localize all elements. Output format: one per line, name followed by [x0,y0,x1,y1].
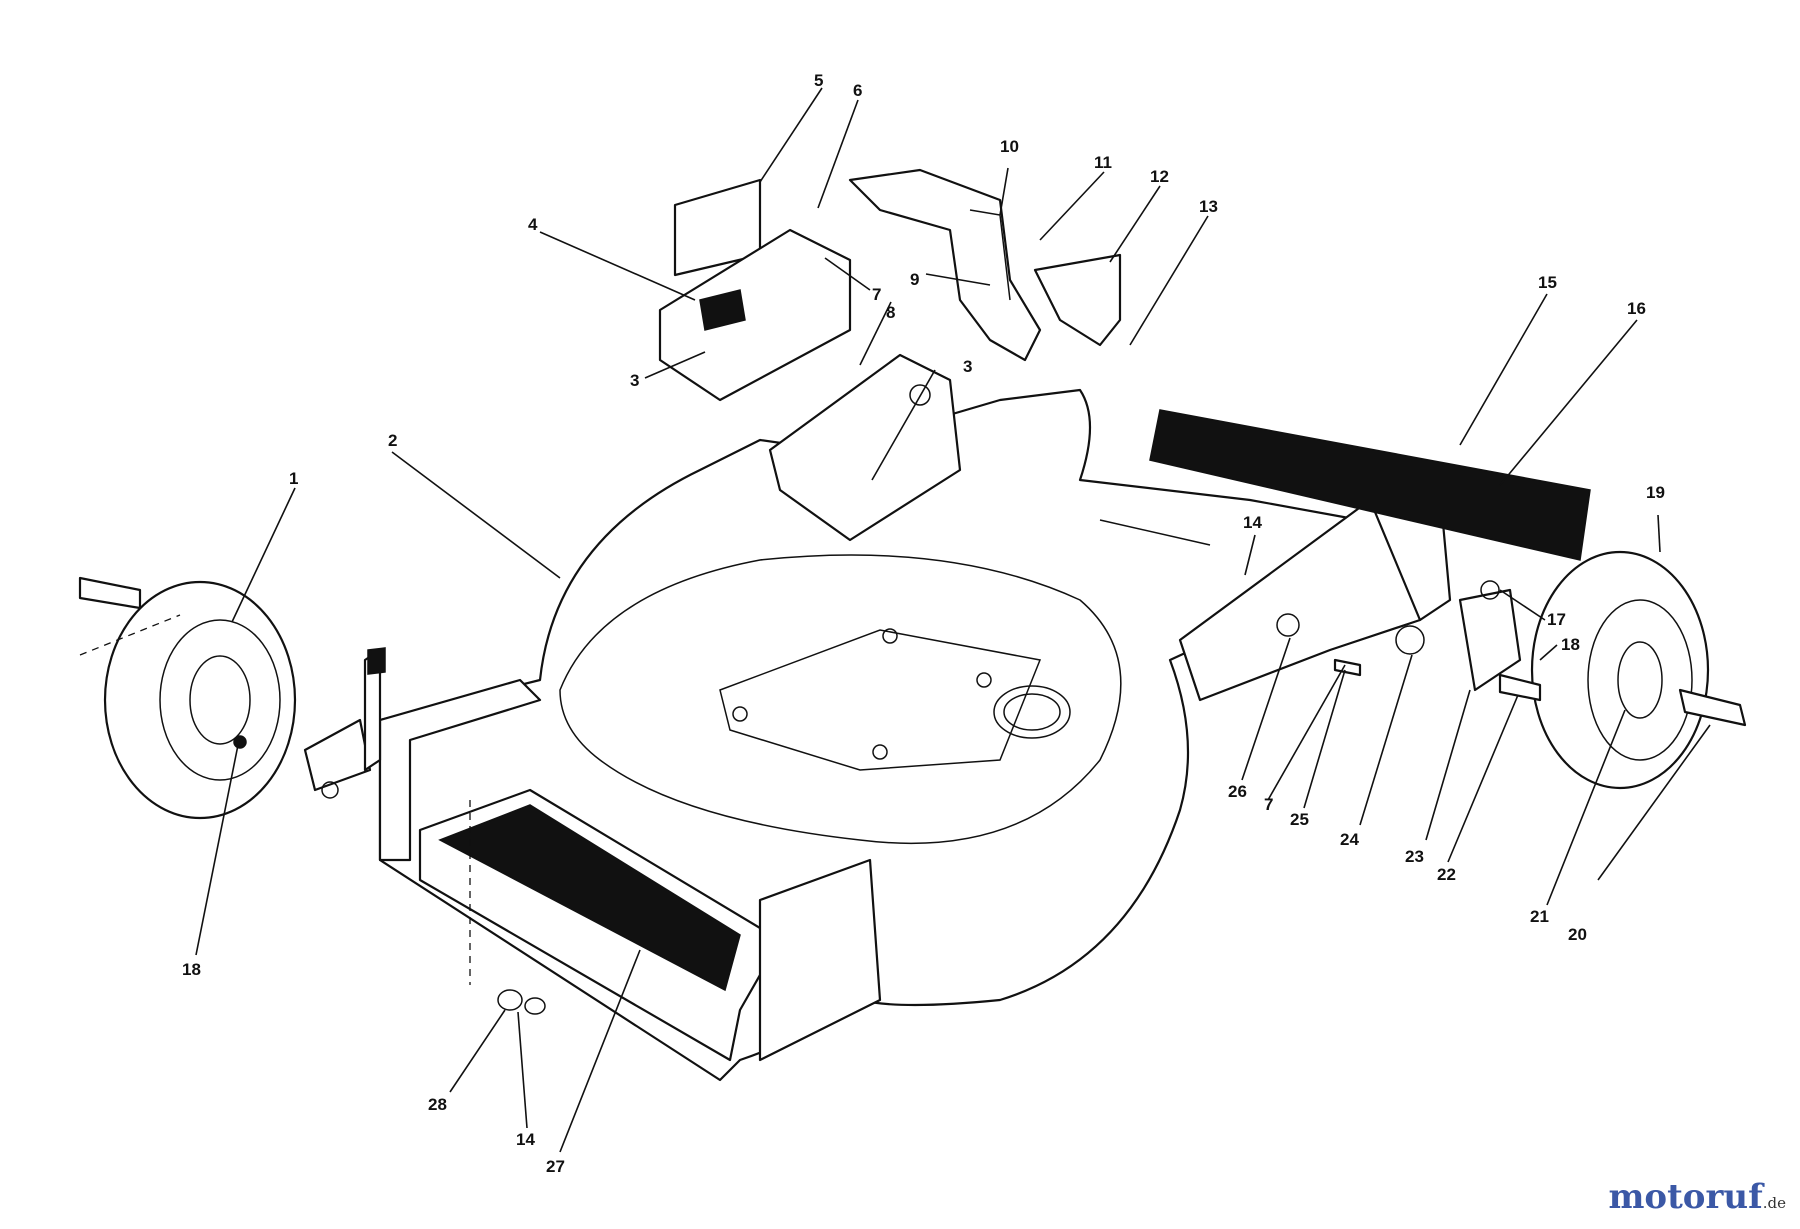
watermark-brand: motoruf [1608,1177,1763,1217]
callout-11: 11 [1094,153,1112,172]
callout-12: 12 [1150,167,1169,186]
callout-27: 27 [546,1157,565,1176]
callout-21: 21 [1530,907,1549,926]
watermark-tld: .de [1762,1194,1786,1212]
callout-7b: 7 [1264,795,1273,814]
callout-8: 8 [886,303,895,322]
callout-23: 23 [1405,847,1424,866]
callout-20: 20 [1568,925,1587,944]
callout-16: 16 [1627,299,1646,318]
height-adjust-bracket [658,178,962,542]
callout-4: 4 [528,215,538,234]
right-wheel [1530,550,1747,790]
watermark-logo: motoruf.de [1608,1177,1786,1217]
callout-17: 17 [1547,610,1566,629]
adjuster-plate [1033,253,1122,347]
front-deck-lip [378,678,882,1062]
callout-13: 13 [1199,197,1218,216]
right-side-hardware [1276,580,1542,702]
callout-6: 6 [853,81,862,100]
callout-19: 19 [1646,483,1665,502]
callout-22: 22 [1437,865,1456,884]
rear-axle-housing [1099,409,1591,702]
left-wheel [78,576,386,820]
callout-labels: 1 2 3 3 4 5 6 7 7 8 9 10 11 12 13 14 14 … [182,71,1665,1176]
callout-2: 2 [388,431,397,450]
callout-7a: 7 [872,285,881,304]
callout-14a: 14 [1243,513,1262,532]
callout-3a: 3 [630,371,639,390]
callout-5: 5 [814,71,823,90]
callout-14b: 14 [516,1130,535,1149]
callout-10: 10 [1000,137,1019,156]
callout-24: 24 [1340,830,1359,849]
callout-18b: 18 [182,960,201,979]
bottom-fasteners [469,800,546,1015]
callout-3b: 3 [963,357,972,376]
callout-15: 15 [1538,273,1557,292]
callout-9: 9 [910,270,919,289]
height-adjust-lever [848,168,1042,362]
callout-25: 25 [1290,810,1309,829]
callout-1: 1 [289,469,298,488]
leader-lines [195,87,1711,1153]
callout-18a: 18 [1561,635,1580,654]
callout-28: 28 [428,1095,447,1114]
callout-26: 26 [1228,782,1247,801]
